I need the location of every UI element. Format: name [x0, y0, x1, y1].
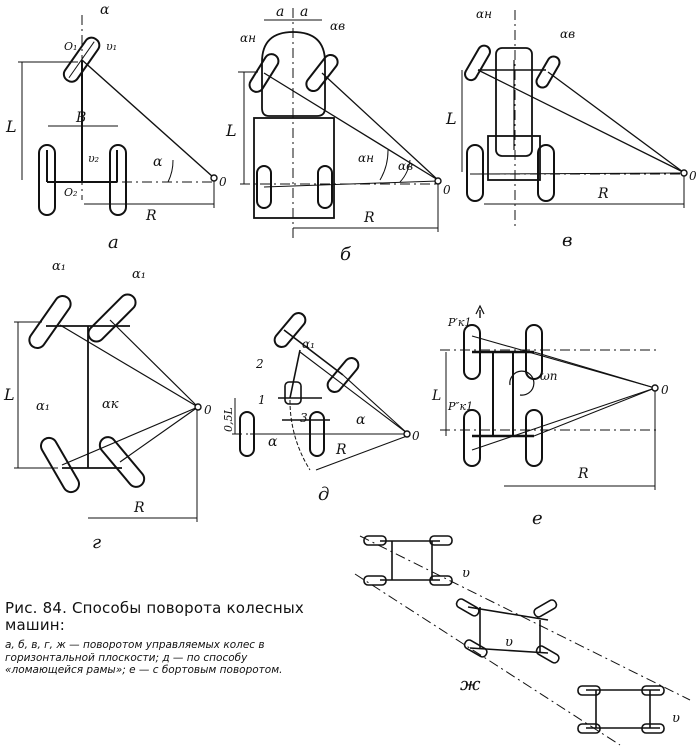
label-v-bottom: υ — [672, 711, 680, 726]
label-pk1-bottom: P″к1 — [447, 400, 473, 413]
panel-label-e: е — [532, 508, 543, 529]
label-alpha-3: α₁ — [36, 399, 50, 414]
panel-label-d: д — [318, 484, 329, 505]
label-alpha-1: α₁ — [52, 259, 66, 274]
label-v-top: υ — [462, 566, 470, 581]
panel-zh — [354, 535, 691, 746]
label-R: R — [363, 210, 375, 226]
label-alpha-1: α₁ — [302, 337, 315, 351]
wheel-rear-left — [38, 144, 56, 216]
center-O-e: 0 — [661, 383, 669, 397]
wheel-rear-right — [109, 144, 127, 216]
label-R: R — [145, 208, 157, 224]
panel-label-zh: ж — [460, 674, 481, 695]
panel-label-b: б — [340, 244, 352, 265]
label-alpha-v: αв — [330, 19, 345, 33]
wheel-front — [62, 36, 101, 83]
turn-center — [651, 384, 659, 392]
label-alpha-top: α — [100, 2, 110, 18]
panel-e — [440, 304, 660, 490]
panel-a — [18, 15, 218, 216]
label-alpha-v-low: αв — [398, 159, 413, 173]
label-a-left: a — [276, 4, 284, 20]
label-3: 3 — [300, 411, 308, 425]
label-1: 1 — [258, 393, 266, 407]
label-2: 2 — [255, 357, 264, 371]
label-R: R — [597, 186, 609, 202]
label-L: L — [5, 117, 17, 136]
label-v1: υ₁ — [106, 40, 117, 53]
label-a-right: a — [300, 4, 308, 20]
label-v-mid: υ — [505, 635, 513, 650]
caption-body: а, б, в, г, ж — поворотом управляемых ко… — [5, 639, 283, 676]
center-O-g: 0 — [204, 403, 212, 417]
label-alpha-2: α₁ — [132, 267, 146, 282]
panel-label-g: г — [92, 532, 101, 553]
figure-caption: Рис. 84. Способы поворота колесных машин… — [5, 600, 305, 677]
label-alpha: α — [153, 154, 163, 170]
caption-title: Рис. 84. Способы поворота колесных машин… — [5, 599, 304, 634]
label-alpha-right: α — [356, 412, 366, 428]
label-L: L — [445, 109, 457, 128]
label-O1: O₁ — [64, 40, 77, 53]
panel-v — [461, 10, 688, 230]
panel-d — [232, 312, 411, 471]
label-v2: υ₂ — [88, 152, 99, 165]
center-O-b: 0 — [443, 183, 451, 197]
label-half-L: 0,5L — [222, 407, 235, 432]
label-O2: O₂ — [64, 186, 77, 199]
label-B: B — [75, 110, 86, 126]
label-L: L — [3, 385, 15, 404]
label-alpha-v: αв — [560, 27, 575, 41]
panel-label-a: а — [108, 232, 119, 253]
center-O-v: 0 — [689, 169, 697, 183]
turn-center — [434, 177, 442, 185]
turn-center — [680, 169, 688, 177]
label-alpha-n: αн — [476, 7, 492, 21]
label-R: R — [577, 466, 589, 482]
label-pk1-top: P′к1 — [447, 316, 471, 329]
turn-center — [194, 403, 202, 411]
center-O-d: 0 — [412, 429, 420, 443]
label-alpha-4: αк — [102, 397, 119, 412]
label-L: L — [431, 388, 441, 404]
panel-g — [14, 293, 202, 522]
label-R: R — [335, 442, 347, 458]
label-alpha-n: αн — [240, 31, 256, 45]
panel-b — [238, 8, 442, 238]
label-R: R — [133, 500, 145, 516]
turn-center — [210, 174, 218, 182]
turn-center — [403, 430, 411, 438]
panel-label-v: в — [562, 230, 572, 251]
center-O-a: 0 — [219, 175, 227, 189]
label-alpha-n-low: αн — [358, 151, 374, 165]
label-alpha: α — [268, 434, 278, 450]
label-L: L — [225, 121, 237, 140]
label-omega-n: ωп — [540, 369, 558, 383]
